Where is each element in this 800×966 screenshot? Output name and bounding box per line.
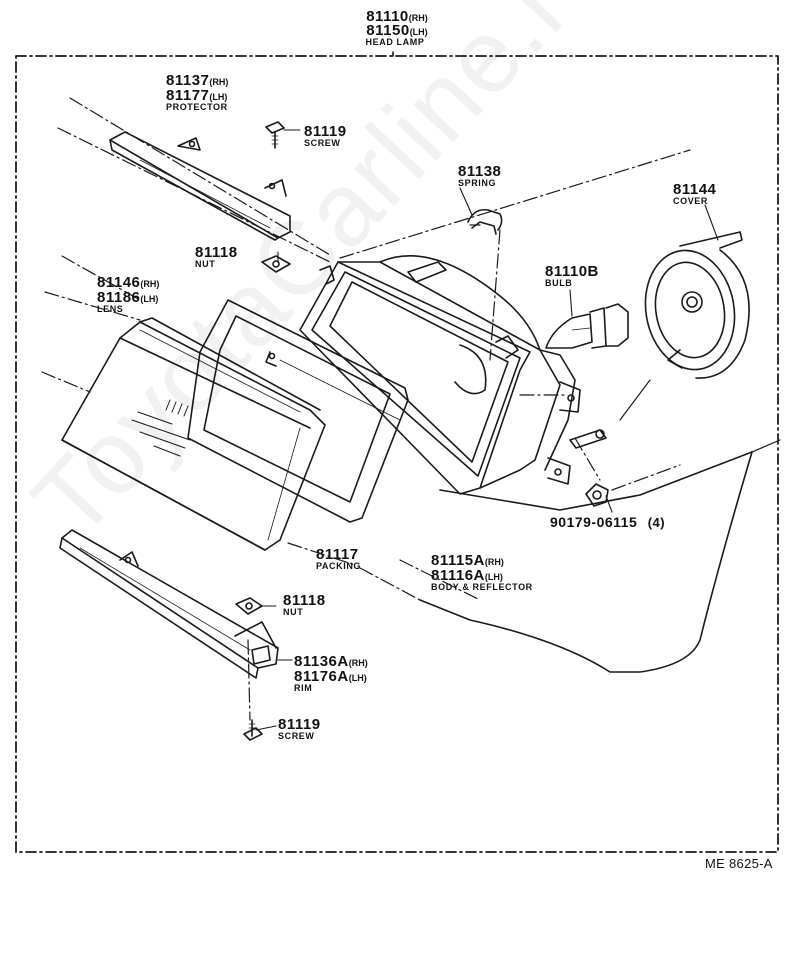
label-nut-bottom: 81118 NUT [283,593,326,617]
lens-ribs [131,399,191,457]
label-rim: 81136A(RH) 81176A(LH) RIM [294,654,368,693]
body-reflector-lh: (LH) [484,572,503,582]
rim-lh: (LH) [348,673,367,683]
label-protector: 81137(RH) 81177(LH) PROTECTOR [166,73,228,112]
lens-part [61,317,326,551]
label-lens: 81146(RH) 81186(LH) LENS [97,275,159,314]
label-screw-bottom: 81119 SCREW [278,717,321,741]
body-reflector-name: BODY & REFLECTOR [431,582,533,592]
protector-part [109,131,291,241]
body-reflector-rh: (RH) [484,557,504,567]
label-body-reflector: 81115A(RH) 81116A(LH) BODY & REFLECTOR [431,553,533,592]
lens-lh: (LH) [140,294,159,304]
head-lamp-pn-rh: 81110 [366,8,409,25]
bulb-name: BULB [545,278,573,288]
rim-part [59,529,279,679]
reference-code: ME 8625-A [705,856,773,871]
fastener-qty: (4) [647,515,666,530]
label-packing: 81117 PACKING [316,547,361,571]
nut-top-pn: 81118 [195,244,238,261]
protector-pn-rh: 81137 [166,72,210,89]
screw-bottom-part [243,719,263,741]
body-reflector-pn-rh: 81115A [431,552,485,569]
cover-pn: 81144 [673,181,717,198]
cover-name: COVER [673,196,709,206]
protector-name: PROTECTOR [166,102,228,112]
spring-part [467,208,503,235]
lens-rh: (RH) [140,279,160,289]
fastener-pn: 90179-06115 [550,514,638,530]
body-reflector-pn-lh: 81116A [431,567,485,584]
screw-bottom-name: SCREW [278,731,315,741]
car-body-outline [419,379,781,673]
packing-name: PACKING [316,561,362,571]
lens-name: LENS [97,304,124,314]
protector-rh: (RH) [209,77,229,87]
adjusting-bolts [407,261,607,449]
assembly-lines [41,97,691,721]
protector-lh: (LH) [209,92,228,102]
screw-bottom-pn: 81119 [278,716,321,733]
label-spring: 81138 SPRING [458,164,501,188]
bulb-part [545,303,629,349]
label-fastener: 90179-06115 (4) [550,515,665,531]
head-lamp-rh: (RH) [408,13,428,23]
label-head-lamp: 81110(RH) 81150(LH) HEAD LAMP [362,9,432,47]
body-reflector-part [299,255,581,495]
rim-pn-lh: 81176A [294,668,349,685]
lens-pn-rh: 81146 [97,274,141,291]
frame-border [15,55,779,853]
packing-part [187,299,409,523]
leader-lines [255,129,719,731]
bulb-pn: 81110B [545,263,599,280]
head-lamp-name: HEAD LAMP [365,37,425,47]
screw-top-part [265,121,285,149]
screw-top-pn: 81119 [304,123,347,140]
screw-top-name: SCREW [304,138,341,148]
fastener-part [585,483,609,507]
rim-pn-rh: 81136A [294,653,349,670]
label-nut-top: 81118 NUT [195,245,238,269]
lens-pn-lh: 81186 [97,289,141,306]
label-bulb: 81110B BULB [545,264,599,288]
rim-rh: (RH) [348,658,368,668]
nut-bottom-name: NUT [283,607,304,617]
spring-pn: 81138 [458,163,502,180]
head-lamp-lh: (LH) [409,27,428,37]
nut-top-name: NUT [195,259,216,269]
cover-part [644,231,750,379]
packing-pn: 81117 [316,546,359,563]
nut-bottom-part [235,597,263,615]
nut-top-part [261,255,291,273]
spring-name: SPRING [458,178,497,188]
nut-bottom-pn: 81118 [283,592,326,609]
label-screw-top: 81119 SCREW [304,124,347,148]
label-cover: 81144 COVER [673,182,716,206]
protector-pn-lh: 81177 [166,87,210,104]
rim-name: RIM [294,683,313,693]
head-lamp-pn-lh: 81150 [366,22,410,39]
